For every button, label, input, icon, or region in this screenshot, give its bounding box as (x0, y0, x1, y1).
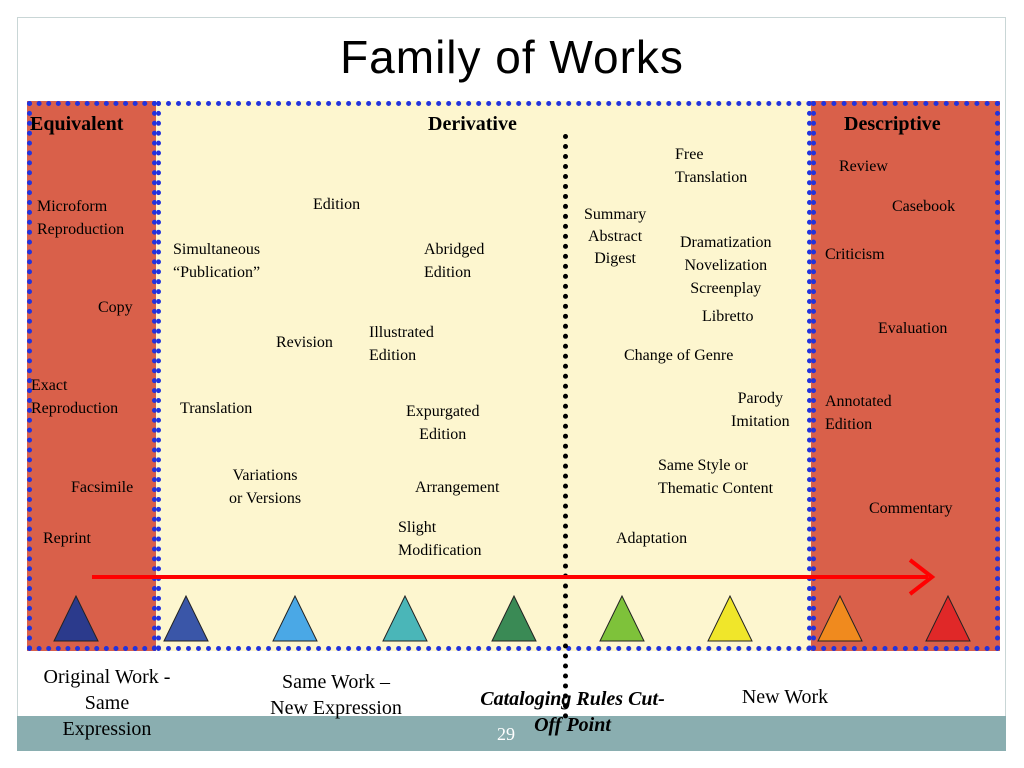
descriptive-header: Descriptive (844, 113, 941, 135)
summary-abstract-digest-label: Summary Abstract Digest (584, 206, 647, 267)
expurgated-edition-label: Expurgated Edition (406, 403, 480, 443)
casebook-label: Casebook (892, 198, 956, 215)
commentary-label: Commentary (869, 500, 953, 517)
facsimile-label: Facsimile (71, 479, 134, 496)
exact-reproduction-label: Exact Reproduction (31, 377, 119, 417)
slide-title: Family of Works (340, 31, 684, 83)
derivative-panel (156, 101, 812, 651)
spectrum-triangle-9 (925, 594, 971, 642)
spectrum-triangle-3 (272, 594, 318, 642)
descriptive-panel (811, 101, 1000, 651)
change-of-genre-label: Change of Genre (624, 347, 734, 364)
free-translation-label: Free Translation (675, 146, 748, 186)
spectrum-triangle-5 (491, 594, 537, 642)
evaluation-label: Evaluation (878, 320, 948, 337)
cutoff-line (563, 134, 568, 719)
spectrum-triangle-7 (707, 594, 753, 642)
annotated-edition-label: Annotated Edition (825, 393, 892, 433)
page-number: 29 (497, 724, 515, 744)
original-work-label: Original Work - Same Expression (43, 666, 171, 740)
adaptation-label: Adaptation (616, 530, 688, 547)
microform-reproduction-label: Microform Reproduction (37, 198, 125, 238)
libretto-label: Libretto (702, 308, 754, 325)
equivalent-header: Equivalent (30, 113, 124, 135)
copy-label: Copy (98, 299, 133, 316)
revision-label: Revision (276, 334, 333, 351)
reprint-label: Reprint (43, 530, 91, 547)
spectrum-triangle-8 (817, 594, 863, 642)
footer-bar (17, 716, 1006, 751)
dramatization-novelization-screenplay-label: Dramatization Novelization Screenplay (680, 234, 772, 297)
equivalent-panel (27, 101, 157, 651)
cataloging-cutoff-label: Cataloging Rules Cut- Off Point (480, 688, 665, 736)
derivative-header: Derivative (428, 113, 517, 135)
same-style-thematic-content-label: Same Style or Thematic Content (658, 457, 774, 497)
spectrum-arrow-head (908, 558, 936, 596)
parody-imitation-label: Parody Imitation (731, 390, 790, 430)
arrangement-label: Arrangement (415, 479, 500, 496)
spectrum-triangle-6 (599, 594, 645, 642)
illustrated-edition-label: Illustrated Edition (369, 324, 434, 364)
new-work-label: New Work (741, 686, 829, 708)
spectrum-triangle-4 (382, 594, 428, 642)
review-label: Review (839, 158, 888, 175)
criticism-label: Criticism (825, 246, 885, 263)
simultaneous-publication-label: Simultaneous “Publication” (173, 241, 261, 281)
spectrum-triangle-1 (53, 594, 99, 642)
same-work-label: Same Work – New Expression (270, 671, 402, 719)
translation-label: Translation (180, 400, 253, 417)
slight-modification-label: Slight Modification (398, 519, 482, 559)
variations-versions-label: Variations or Versions (229, 467, 302, 507)
edition-label: Edition (313, 196, 361, 213)
abridged-edition-label: Abridged Edition (424, 241, 485, 281)
spectrum-triangle-2 (163, 594, 209, 642)
